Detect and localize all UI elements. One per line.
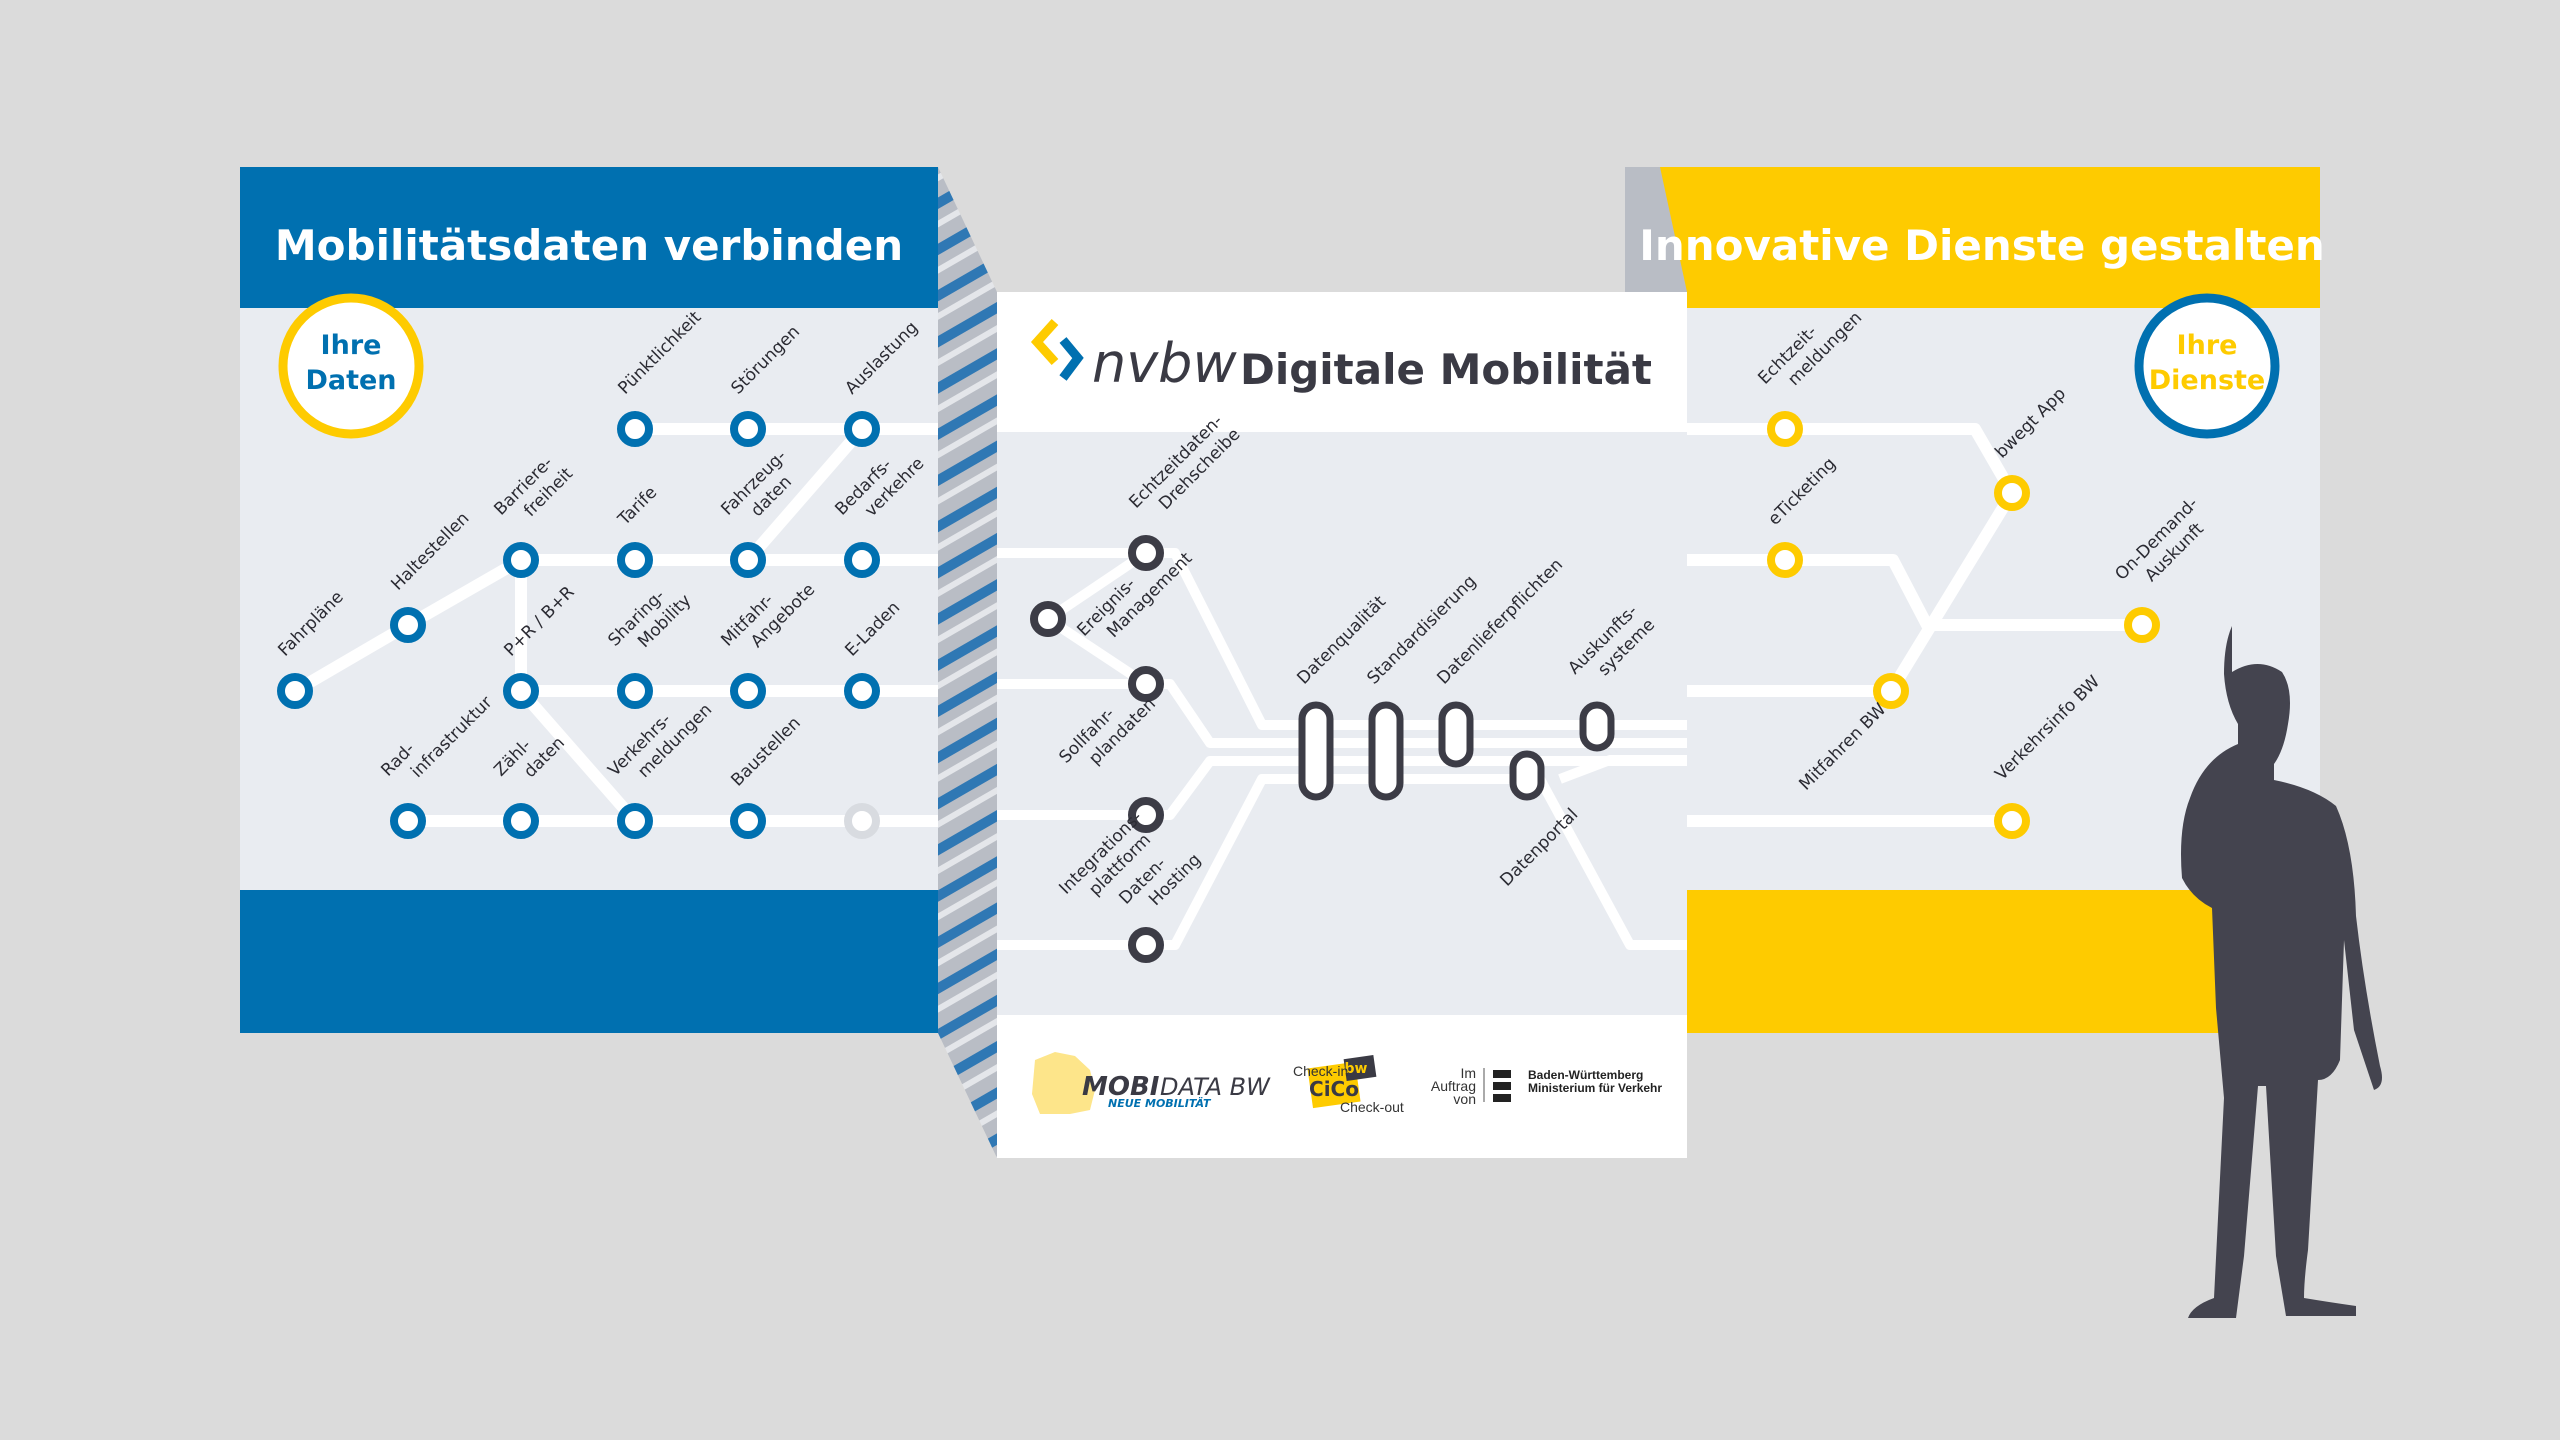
svg-text:DATA BW: DATA BW xyxy=(1160,1073,1271,1101)
ihre-dienste-badge: Ihre Dienste xyxy=(2134,293,2280,439)
data-node[interactable] xyxy=(844,411,880,447)
person-silhouette xyxy=(2181,626,2382,1318)
svg-text:NEUE MOBILITÄT: NEUE MOBILITÄT xyxy=(1108,1096,1212,1110)
svg-text:CiCo: CiCo xyxy=(1309,1077,1359,1101)
pill-node[interactable] xyxy=(1368,701,1404,801)
dienst-node[interactable] xyxy=(1994,475,2030,511)
svg-text:Dienste: Dienste xyxy=(2149,365,2266,396)
track-line xyxy=(1045,614,1149,689)
svg-text:bw: bw xyxy=(1345,1061,1368,1077)
track-line xyxy=(997,548,1687,730)
data-node[interactable] xyxy=(617,673,653,709)
pill-node[interactable] xyxy=(1509,750,1545,801)
data-node[interactable] xyxy=(277,673,313,709)
svg-text:Ministerium für Verkehr: Ministerium für Verkehr xyxy=(1528,1081,1662,1095)
dienst-node[interactable] xyxy=(1873,673,1909,709)
left-footer-band xyxy=(240,890,938,1033)
svg-text:MOBI: MOBI xyxy=(1082,1072,1160,1102)
left-title: Mobilitätsdaten verbinden xyxy=(275,221,903,270)
track-line xyxy=(742,423,868,566)
data-node[interactable] xyxy=(844,803,880,839)
svg-text:Baden-Württemberg: Baden-Württemberg xyxy=(1528,1068,1643,1082)
center-title: Digitale Mobilität xyxy=(1240,345,1652,394)
left-fold xyxy=(938,167,997,1158)
ministry-logo: Im Auftrag von Baden-Württemberg Ministe… xyxy=(1431,1065,1663,1107)
service-node[interactable] xyxy=(1128,666,1164,702)
track-line xyxy=(1045,548,1149,624)
nvbw-logo: nvbw xyxy=(1030,318,1237,395)
track-line xyxy=(1558,755,1687,784)
lion-icon xyxy=(1493,1070,1511,1102)
service-node[interactable] xyxy=(1128,927,1164,963)
svg-text:Auftrag: Auftrag xyxy=(1431,1078,1476,1094)
left-header xyxy=(240,167,938,308)
svg-text:nvbw: nvbw xyxy=(1092,332,1237,395)
cico-logo: bw CiCo Check-in Check-out xyxy=(1293,1055,1404,1115)
dienst-node[interactable] xyxy=(1767,542,1803,578)
mobidata-bw-logo: MOBI DATA BW NEUE MOBILITÄT xyxy=(1032,1052,1271,1114)
svg-text:Check-in: Check-in xyxy=(1293,1063,1348,1079)
service-node[interactable] xyxy=(1030,601,1066,637)
right-panel: Innovative Dienste gestalten Echtzeit-me… xyxy=(1625,167,2325,1033)
data-node[interactable] xyxy=(844,673,880,709)
data-node[interactable] xyxy=(617,411,653,447)
data-node[interactable] xyxy=(730,542,766,578)
data-node[interactable] xyxy=(844,542,880,578)
data-node[interactable] xyxy=(730,673,766,709)
svg-text:Im: Im xyxy=(1460,1065,1476,1081)
right-title: Innovative Dienste gestalten xyxy=(1639,221,2325,270)
data-node[interactable] xyxy=(390,607,426,643)
service-node[interactable] xyxy=(1128,797,1164,833)
pill-node[interactable] xyxy=(1298,701,1334,801)
svg-text:von: von xyxy=(1453,1091,1476,1107)
data-node[interactable] xyxy=(503,673,539,709)
dienst-node[interactable] xyxy=(1994,803,2030,839)
pill-node[interactable] xyxy=(1438,701,1474,768)
data-node[interactable] xyxy=(730,803,766,839)
data-node[interactable] xyxy=(503,542,539,578)
data-node[interactable] xyxy=(617,542,653,578)
data-node[interactable] xyxy=(617,803,653,839)
data-node[interactable] xyxy=(390,803,426,839)
data-node[interactable] xyxy=(503,803,539,839)
right-footer-band xyxy=(1625,890,2320,1033)
data-node[interactable] xyxy=(730,411,766,447)
pill-node[interactable] xyxy=(1579,701,1615,752)
dienst-node[interactable] xyxy=(1767,411,1803,447)
service-node[interactable] xyxy=(1128,535,1164,571)
svg-text:Ihre: Ihre xyxy=(2177,330,2238,361)
svg-text:Ihre: Ihre xyxy=(321,330,382,361)
dienst-node[interactable] xyxy=(2124,607,2160,643)
track-line xyxy=(1687,423,2018,695)
right-header xyxy=(1625,167,2320,308)
ihre-daten-badge: Ihre Daten xyxy=(278,293,424,439)
svg-text:Check-out: Check-out xyxy=(1340,1099,1404,1115)
svg-text:Daten: Daten xyxy=(305,365,396,396)
center-panel: nvbw Digitale Mobilität Echtzeitdaten-Dr… xyxy=(997,292,1687,1158)
